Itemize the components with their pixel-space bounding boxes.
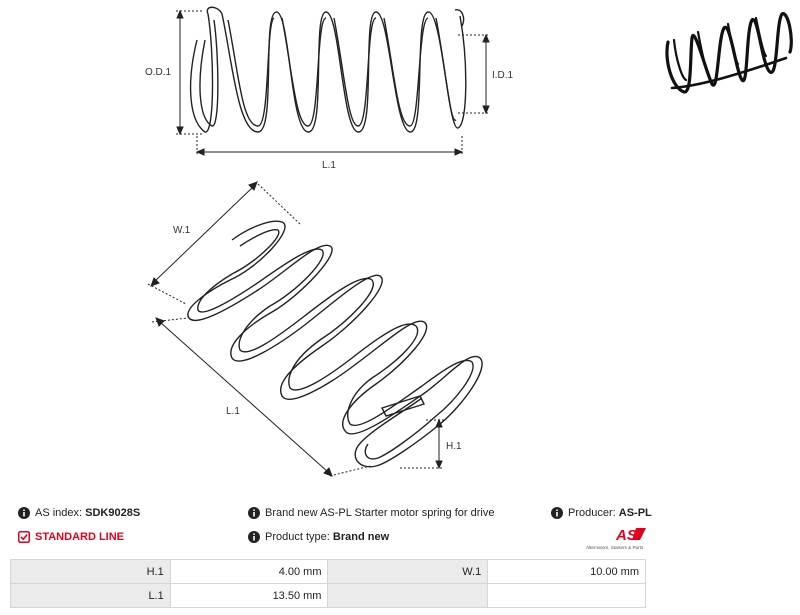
spec-label: W.1 bbox=[327, 559, 489, 584]
info-icon bbox=[18, 507, 30, 519]
spring-end-hook bbox=[454, 9, 465, 27]
label-od: O.D.1 bbox=[145, 67, 172, 78]
product-type-value: Brand new bbox=[332, 531, 390, 543]
table-row: H.1 4.00 mm W.1 10.00 mm bbox=[10, 559, 646, 584]
producer-value: AS-PL bbox=[618, 507, 652, 519]
label-length-top: L.1 bbox=[322, 160, 336, 171]
spring-coil-inner bbox=[197, 229, 474, 460]
spring-angled-view bbox=[187, 220, 483, 468]
product-info: AS index: SDK9028S STANDARD LINE Brand n… bbox=[14, 504, 654, 554]
label-width: W.1 bbox=[173, 225, 191, 236]
logo-text: AS bbox=[615, 527, 637, 544]
spring-side-view bbox=[189, 6, 467, 133]
spec-label bbox=[327, 583, 489, 608]
spring-product-photo bbox=[665, 12, 793, 94]
spec-value bbox=[487, 583, 646, 608]
label-id: I.D.1 bbox=[492, 70, 514, 81]
spring-outer-coil bbox=[189, 6, 467, 133]
spec-value: 10.00 mm bbox=[487, 559, 646, 584]
spec-label: L.1 bbox=[10, 583, 171, 608]
dimension-lines-top bbox=[176, 9, 490, 156]
description: Brand new AS-PL Starter motor spring for… bbox=[248, 507, 494, 519]
dimension-lines-bottom bbox=[147, 181, 444, 477]
spec-table: H.1 4.00 mm W.1 10.00 mm L.1 13.50 mm bbox=[10, 559, 646, 608]
spring-end-tab bbox=[381, 395, 425, 417]
table-row: L.1 13.50 mm bbox=[10, 583, 646, 608]
info-icon bbox=[248, 507, 260, 519]
spec-label: H.1 bbox=[10, 559, 171, 584]
description-text: Brand new AS-PL Starter motor spring for… bbox=[265, 507, 495, 519]
standard-line: STANDARD LINE bbox=[18, 531, 124, 543]
info-icon bbox=[551, 507, 563, 519]
as-pl-logo: AS Alternators, Starters & Parts bbox=[586, 527, 646, 550]
spec-value: 4.00 mm bbox=[169, 559, 329, 584]
as-index-value: SDK9028S bbox=[85, 507, 141, 519]
spec-value: 13.50 mm bbox=[169, 583, 329, 608]
spring-inner-coil bbox=[199, 17, 457, 127]
info-icon bbox=[248, 531, 260, 543]
spring-coil-outline bbox=[187, 220, 483, 468]
technical-drawing: O.D.1 I.D.1 L.1 W.1 L.1 H.1 bbox=[145, 6, 793, 477]
label-length-bottom: L.1 bbox=[226, 406, 240, 417]
product-type-label: Product type: bbox=[265, 531, 330, 543]
logo-tagline: Alternators, Starters & Parts bbox=[586, 545, 644, 550]
producer: Producer: AS-PL bbox=[551, 507, 652, 519]
as-index-label: AS index: bbox=[35, 507, 83, 519]
standard-line-label: STANDARD LINE bbox=[35, 531, 125, 543]
producer-label: Producer: bbox=[568, 507, 616, 519]
checkbox-checked-icon bbox=[18, 531, 30, 543]
label-height: H.1 bbox=[446, 441, 462, 452]
as-index: AS index: SDK9028S bbox=[18, 507, 140, 519]
product-type: Product type: Brand new bbox=[248, 531, 389, 543]
